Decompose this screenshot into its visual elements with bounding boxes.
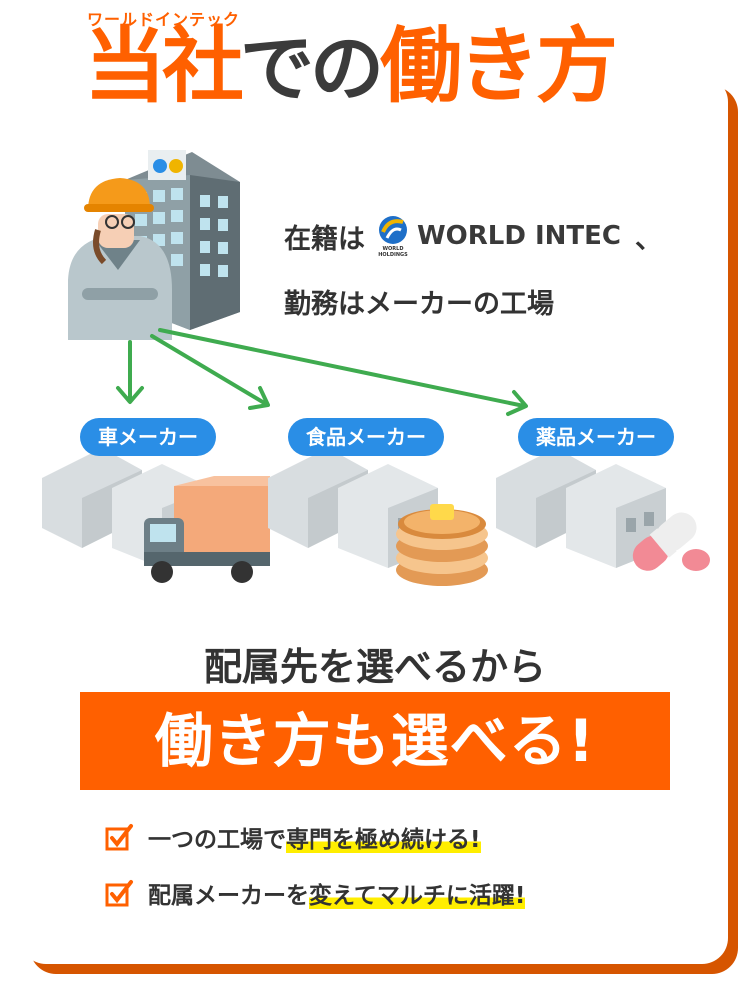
- maker-pill-car: 車メーカー: [80, 418, 216, 456]
- benefit-text: 配属メーカーを: [148, 883, 309, 909]
- title-part-workstyle: 働き方: [380, 19, 618, 114]
- arrow-head-food: [248, 386, 270, 410]
- benefit-highlight: 専門を極め続ける!: [286, 827, 481, 853]
- worker-icon: [68, 178, 172, 340]
- svg-text:WORLD: WORLD: [383, 246, 404, 252]
- intro-line-1: 在籍は WORLD HOLDINGS WORLD INTEC 、: [284, 214, 662, 258]
- arrow-head-car: [116, 386, 144, 404]
- intro-prefix: 在籍は: [284, 223, 365, 255]
- svg-text:HOLDINGS: HOLDINGS: [378, 252, 408, 258]
- truck-icon: [144, 476, 270, 583]
- world-intec-logo: WORLD HOLDINGS WORLD INTEC: [375, 214, 621, 258]
- intro-line-2: 勤務はメーカーの工場: [284, 289, 554, 320]
- arrow-to-food-maker: [150, 334, 268, 406]
- maker-pill-food: 食品メーカー: [288, 418, 444, 456]
- benefit-item: 一つの工場で専門を極め続ける!: [104, 820, 525, 854]
- subheading: 配属先を選べるから: [203, 645, 546, 689]
- logo-wordmark: WORLD INTEC: [417, 221, 622, 251]
- world-intec-logo-icon: WORLD HOLDINGS: [378, 216, 408, 258]
- benefit-list: 一つの工場で専門を極め続ける! 配属メーカーを変えてマルチに活躍!: [104, 820, 526, 932]
- checkbox-icon: [105, 824, 133, 851]
- intro-comma: 、: [635, 223, 663, 255]
- checkbox-icon: [105, 880, 133, 907]
- main-banner: 働き方も選べる!: [80, 692, 670, 790]
- page-title: 当社での働き方: [84, 26, 618, 108]
- capsule-icon: [632, 512, 710, 571]
- factory-pharma-icon: [496, 448, 666, 568]
- arrow-head-pharma: [506, 390, 528, 416]
- title-ruby: ワールドインテック: [87, 10, 241, 29]
- benefit-highlight: 変えてマルチに活躍!: [309, 883, 526, 909]
- title-part-de: での: [240, 26, 384, 112]
- arrow-to-pharma-maker: [158, 328, 526, 408]
- title-part-company: 当社: [84, 19, 244, 114]
- pancakes-icon: [396, 504, 488, 586]
- benefit-item: 配属メーカーを変えてマルチに活躍!: [104, 876, 526, 910]
- benefit-text: 一つの工場で: [148, 827, 286, 853]
- maker-pill-pharma: 薬品メーカー: [518, 418, 674, 456]
